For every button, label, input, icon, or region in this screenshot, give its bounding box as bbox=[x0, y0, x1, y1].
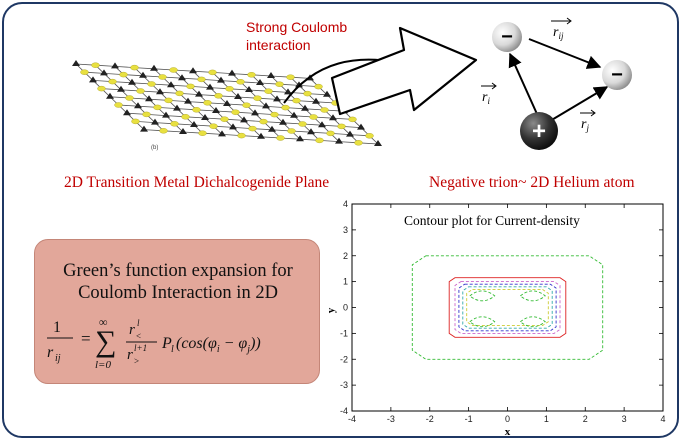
electron-j bbox=[602, 60, 632, 90]
label-ri: ri bbox=[482, 90, 490, 106]
contour-island bbox=[469, 316, 496, 328]
figure-canvas: (b) − − + rij ri bbox=[72, 17, 666, 438]
y-tick-label: 4 bbox=[343, 199, 348, 209]
plot-area bbox=[351, 203, 664, 412]
contour-line bbox=[466, 288, 549, 327]
vector-rj bbox=[549, 86, 609, 122]
contour-island bbox=[469, 290, 496, 302]
chart-title: Contour plot for Current-density bbox=[404, 213, 580, 228]
y-tick-label: 2 bbox=[343, 251, 348, 261]
x-tick-label: 0 bbox=[505, 414, 510, 424]
svg-text:r: r bbox=[129, 322, 135, 338]
contour-chart: -4 -3 -2 -1 0 1 2 3 4 -4 -3 -2 -1 0 1 2 3 4 Contour plot … bbox=[325, 199, 666, 438]
svg-text:−: − bbox=[611, 64, 623, 86]
y-tick-label: -3 bbox=[340, 380, 348, 390]
plane-caption: 2D Transition Metal Dichalcogenide Plane bbox=[64, 174, 330, 191]
svg-text:1: 1 bbox=[53, 319, 61, 336]
coulomb-expansion-formula: 1 r ij = ∞ ∑ l=0 r l < r l+1 > P l (cos(… bbox=[47, 315, 261, 371]
svg-text:<: < bbox=[136, 331, 141, 341]
svg-text:l: l bbox=[171, 344, 174, 355]
svg-text:(cos(φi − φj)): (cos(φi − φj)) bbox=[176, 335, 261, 355]
label-rij: rij bbox=[553, 25, 564, 41]
x-tick-label: 2 bbox=[583, 414, 588, 424]
y-tick-label: -1 bbox=[340, 328, 348, 338]
svg-text:r: r bbox=[127, 347, 133, 363]
trion-caption: Negative trion~ 2D Helium atom bbox=[429, 174, 635, 191]
contour-line bbox=[462, 286, 553, 329]
x-tick-label: 3 bbox=[622, 414, 627, 424]
contour-island bbox=[519, 316, 546, 328]
contour-line bbox=[448, 277, 567, 338]
svg-text:∞: ∞ bbox=[99, 315, 108, 329]
greens-function-title: Green’s function expansion for Coulomb I… bbox=[63, 261, 293, 303]
svg-text:−: − bbox=[501, 26, 513, 48]
trion-diagram: − − + rij ri rj bbox=[481, 17, 632, 150]
coulomb-label: Strong Coulomb interaction bbox=[246, 19, 348, 53]
svg-text:l: l bbox=[137, 318, 140, 328]
vector-ri bbox=[508, 52, 538, 115]
x-tick-label: 4 bbox=[660, 414, 665, 424]
svg-text:>: > bbox=[134, 356, 139, 366]
x-tick-label: -1 bbox=[465, 414, 473, 424]
svg-text:P: P bbox=[161, 335, 172, 352]
svg-text:l=0: l=0 bbox=[95, 359, 111, 371]
tmd-lattice-illustration bbox=[72, 60, 382, 146]
svg-text:=: = bbox=[81, 329, 91, 348]
y-tick-label: -2 bbox=[340, 354, 348, 364]
figure-frame: (b) − − + rij ri bbox=[2, 2, 679, 438]
contour-island bbox=[519, 290, 546, 302]
greens-function-box: Green’s function expansion for Coulomb I… bbox=[34, 239, 320, 384]
svg-text:r: r bbox=[47, 344, 54, 361]
y-tick-label: 0 bbox=[343, 303, 348, 313]
y-tick-label: 1 bbox=[343, 277, 348, 287]
svg-text:∑: ∑ bbox=[95, 325, 116, 358]
contour-line bbox=[454, 281, 561, 334]
chart-xlabel: x bbox=[505, 426, 511, 438]
contour-line bbox=[411, 255, 604, 360]
x-tick-label: -2 bbox=[426, 414, 434, 424]
x-tick-label: -3 bbox=[387, 414, 395, 424]
svg-text:l+1: l+1 bbox=[134, 343, 147, 353]
lattice-tag: (b) bbox=[151, 145, 158, 151]
y-tick-label: -4 bbox=[340, 406, 348, 416]
outline-arrow bbox=[330, 26, 478, 116]
svg-text:ij: ij bbox=[55, 353, 61, 364]
hole bbox=[520, 112, 558, 150]
label-rj: rj bbox=[581, 117, 589, 133]
svg-text:+: + bbox=[532, 118, 546, 145]
electron-i bbox=[492, 22, 522, 52]
y-tick-label: 3 bbox=[343, 225, 348, 235]
x-tick-label: -4 bbox=[348, 414, 356, 424]
chart-ylabel: y bbox=[325, 307, 337, 313]
vector-rij bbox=[528, 38, 602, 69]
contour-line bbox=[458, 283, 557, 332]
x-tick-label: 1 bbox=[544, 414, 549, 424]
